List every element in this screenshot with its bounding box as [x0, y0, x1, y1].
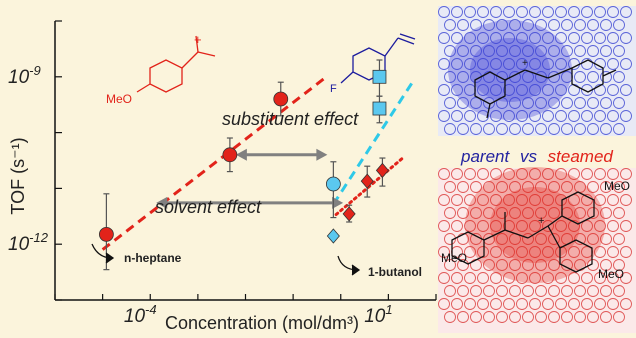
trend-line — [332, 78, 416, 206]
data-point-diamond — [326, 228, 340, 244]
solvent-effect-label: solvent effect — [155, 197, 262, 217]
effect-arrow — [235, 148, 328, 161]
svg-text:+: + — [522, 58, 528, 69]
data-point-square — [372, 59, 387, 97]
fluorostyrene-icon: F — [330, 33, 416, 95]
effect-arrow — [156, 196, 344, 209]
data-point-diamond — [360, 165, 374, 198]
x-tick-label: 10-4 — [124, 302, 157, 327]
x-axis-title: Concentration (mol/dm³) — [165, 313, 359, 333]
data-point-diamond — [342, 204, 356, 223]
methoxy-cation-icon: + — [136, 32, 216, 93]
svg-text:F: F — [330, 83, 337, 95]
panel-legend: parent vs steamed — [460, 147, 613, 166]
svg-text:+: + — [538, 215, 544, 227]
meo-label-left: MeO — [441, 251, 467, 265]
svg-text:+: + — [194, 32, 202, 47]
legend-vs: vs — [520, 147, 538, 166]
steamed-zeolite-panel: + MeO MeO MeO — [438, 167, 636, 333]
butanol-pointer-icon — [337, 255, 361, 276]
trend-line — [101, 75, 328, 251]
meo-label-top: MeO — [604, 179, 630, 193]
x-tick-label: 101 — [364, 302, 392, 327]
axes: 10-4 101 10-9 10-12 — [8, 20, 437, 327]
parent-zeolite-panel: + — [438, 6, 636, 136]
methoxy-label: MeO — [106, 92, 132, 106]
y-tick-label: 10-9 — [8, 63, 41, 88]
y-axis-title: TOF (s⁻¹) — [8, 137, 28, 214]
substituent-effect-label: substituent effect — [222, 109, 359, 129]
data-point-square — [372, 95, 387, 124]
heptane-pointer-icon — [91, 243, 115, 264]
meo-label-bottom: MeO — [598, 267, 624, 281]
steamed-molecule-icon: + — [451, 191, 595, 273]
data-point-circle — [325, 161, 341, 219]
parent-molecule-icon: + — [474, 58, 617, 119]
n-heptane-label: n-heptane — [124, 251, 182, 265]
legend-parent: parent — [460, 147, 510, 166]
data-point-circle — [222, 137, 238, 173]
data-point-diamond — [375, 157, 389, 187]
legend-steamed: steamed — [548, 147, 614, 166]
1-butanol-label: 1-butanol — [368, 265, 422, 279]
y-tick-label: 10-12 — [8, 230, 49, 255]
data-point-circle — [273, 81, 289, 117]
